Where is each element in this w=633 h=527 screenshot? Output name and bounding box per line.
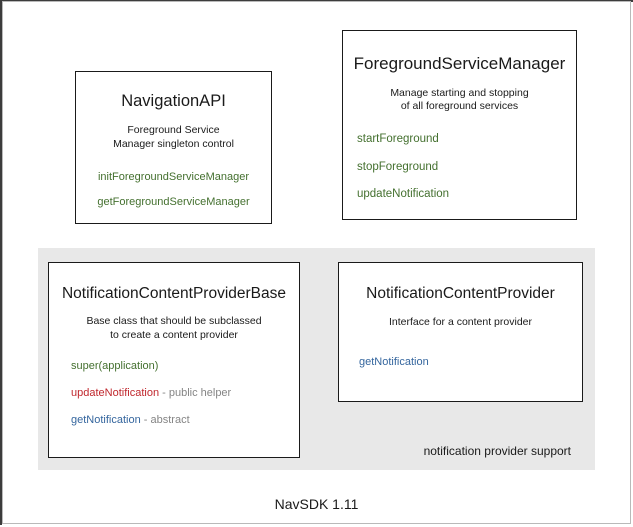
member-list-notification-content-provider: getNotification	[359, 355, 582, 368]
member-item[interactable]: startForeground	[357, 134, 576, 146]
class-description-notification-content-provider-base: Base class that should be subclassed to …	[49, 315, 299, 343]
member-item[interactable]: updateNotification - public helper	[71, 386, 299, 399]
member-item[interactable]: getNotification - abstract	[71, 413, 299, 426]
class-description-navigation-api: Foreground Service Manager singleton con…	[76, 124, 271, 152]
member-item[interactable]: super(application)	[71, 359, 299, 372]
member-name: getNotification	[359, 355, 429, 368]
member-name: getNotification	[71, 413, 141, 426]
member-item[interactable]: initForegroundServiceManager	[76, 170, 271, 183]
member-list-notification-content-provider-base: super(application) updateNotification - …	[71, 359, 299, 426]
class-title-foreground-service-manager: ForegroundServiceManager	[353, 54, 566, 73]
member-item[interactable]: updateNotification	[357, 189, 576, 201]
member-name: getForegroundServiceManager	[97, 195, 250, 208]
member-list-foreground-service-manager: startForeground stopForeground updateNot…	[357, 134, 576, 201]
description-line: Manager singleton control	[113, 137, 234, 150]
frame-edge-left	[0, 0, 2, 525]
member-note: - abstract	[140, 413, 190, 426]
class-box-foreground-service-manager[interactable]: ForegroundServiceManager Manage starting…	[342, 30, 577, 220]
class-description-foreground-service-manager: Manage starting and stopping of all fore…	[343, 87, 576, 115]
member-name: startForeground	[357, 133, 439, 146]
member-name: updateNotification	[357, 188, 450, 201]
class-title-navigation-api: NavigationAPI	[121, 92, 226, 110]
member-name: super(application)	[71, 359, 159, 372]
description-line: Foreground Service	[127, 123, 220, 136]
description-line: Interface for a content provider	[389, 315, 532, 328]
description-line: of all foreground services	[400, 100, 519, 113]
member-list-navigation-api: initForegroundServiceManager getForegrou…	[76, 170, 271, 208]
member-name: initForegroundServiceManager	[97, 170, 250, 183]
class-title-notification-content-provider-base: NotificationContentProviderBase	[61, 285, 286, 302]
footer-version-label: NavSDK 1.11	[274, 496, 359, 512]
member-name: stopForeground	[357, 160, 439, 173]
class-title-notification-content-provider: NotificationContentProvider	[366, 285, 555, 302]
description-line: Manage starting and stopping	[390, 86, 529, 99]
member-item[interactable]: stopForeground	[357, 160, 576, 174]
description-line: Base class that should be subclassed	[86, 314, 262, 327]
member-item[interactable]: getNotification	[359, 355, 582, 368]
member-name: updateNotification	[71, 386, 160, 399]
member-item[interactable]: getForegroundServiceManager	[76, 195, 271, 208]
class-box-notification-content-provider[interactable]: NotificationContentProvider Interface fo…	[338, 262, 583, 402]
class-description-notification-content-provider: Interface for a content provider	[339, 316, 582, 330]
group-panel-label: notification provider support	[423, 444, 571, 458]
class-box-navigation-api[interactable]: NavigationAPI Foreground Service Manager…	[75, 71, 272, 224]
class-box-notification-content-provider-base[interactable]: NotificationContentProviderBase Base cla…	[48, 262, 300, 458]
member-note: - public helper	[159, 386, 232, 399]
description-line: to create a content provider	[110, 328, 238, 341]
